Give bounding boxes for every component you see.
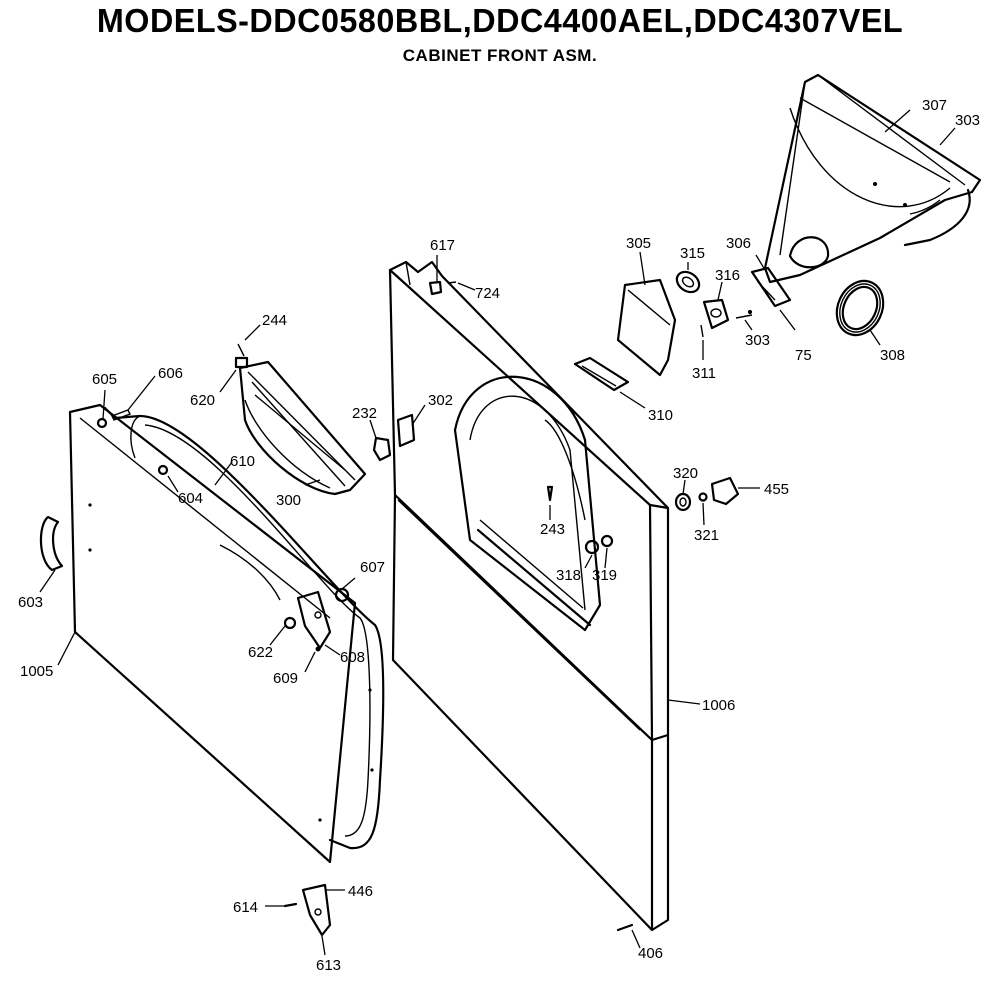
switch-cover	[616, 278, 677, 377]
lint-filter-housing	[238, 360, 367, 496]
callout-labels: 307 303 305 315 306 316 303 75 308 311 3…	[18, 97, 980, 974]
callout-316: 316	[715, 267, 740, 284]
callout-455: 455	[764, 481, 789, 498]
callout-75: 75	[795, 347, 812, 364]
diagram-title: MODELS-DDC0580BBL,DDC4400AEL,DDC4307VEL	[96, 2, 904, 39]
callout-1005: 1005	[20, 663, 53, 680]
callout-617: 617	[430, 237, 455, 254]
door-seal-ring	[835, 279, 885, 337]
callout-306: 306	[726, 235, 751, 252]
callout-620: 620	[190, 392, 215, 409]
callout-303: 303	[745, 332, 770, 349]
callout-310: 310	[648, 407, 673, 424]
small-hardware	[39, 280, 753, 937]
callout-609: 609	[273, 670, 298, 687]
callout-307: 307	[922, 97, 947, 114]
callout-605: 605	[92, 371, 117, 388]
callout-244: 244	[262, 312, 287, 329]
door-switch-parts	[675, 266, 792, 338]
callout-613: 613	[316, 957, 341, 974]
callout-300: 300	[276, 492, 301, 509]
cabinet-door	[68, 403, 385, 864]
callout-243: 243	[540, 521, 565, 538]
callout-311: 311	[692, 365, 716, 382]
mounting-bracket	[573, 356, 630, 392]
callout-614: 614	[233, 899, 258, 916]
callout-303: 303	[955, 112, 980, 129]
callout-305: 305	[626, 235, 651, 252]
callout-1006: 1006	[702, 697, 735, 714]
callout-308: 308	[880, 347, 905, 364]
callout-406: 406	[638, 945, 663, 962]
cabinet-front-panel	[388, 260, 670, 932]
callout-622: 622	[248, 644, 273, 661]
callout-603: 603	[18, 594, 43, 611]
callout-446: 446	[348, 883, 373, 900]
callout-318: 318	[556, 567, 581, 584]
diagram-subtitle: CABINET FRONT ASM.	[402, 46, 598, 65]
callout-607: 607	[360, 559, 385, 576]
callout-302: 302	[428, 392, 453, 409]
callout-321: 321	[694, 527, 719, 544]
callout-724: 724	[475, 285, 500, 302]
callout-606: 606	[158, 365, 183, 382]
leader-lines	[39, 109, 956, 956]
callout-610: 610	[230, 453, 255, 470]
callout-320: 320	[673, 465, 698, 482]
callout-604: 604	[178, 490, 203, 507]
duct-assembly	[763, 73, 982, 284]
callout-232: 232	[352, 405, 377, 422]
callout-608: 608	[340, 649, 365, 666]
callout-315: 315	[680, 245, 705, 262]
callout-319: 319	[592, 567, 617, 584]
